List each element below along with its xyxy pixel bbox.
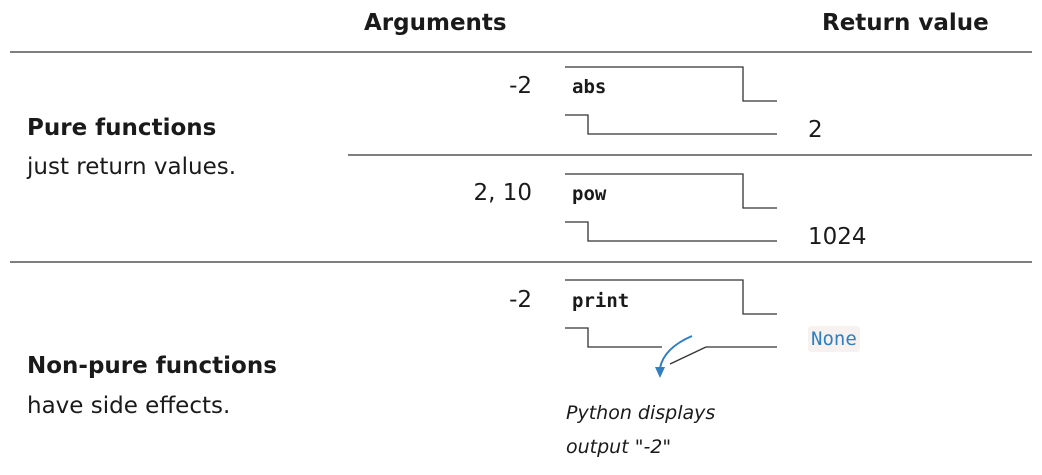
curved-arrow-icon: [655, 335, 693, 378]
pure-functions-desc: just return values.: [27, 154, 237, 180]
side-effect-note-line1: Python displays: [566, 402, 716, 424]
print-box-gap-slash: [669, 346, 707, 365]
pow-args: 2, 10: [473, 180, 532, 206]
pow-function-name: pow: [572, 183, 607, 205]
side-effect-note-line2: output "-2": [566, 436, 672, 458]
abs-box-top: [565, 66, 777, 102]
nonpure-functions-title: Non-pure functions: [27, 353, 277, 379]
print-args: -2: [509, 287, 532, 313]
abs-args: -2: [509, 73, 532, 99]
print-box-top: [565, 279, 777, 315]
return-value-header: Return value: [822, 10, 989, 36]
side-effect-note: Python displays output "-2": [566, 396, 715, 464]
pure-functions-title: Pure functions: [27, 115, 217, 141]
pow-box-top: [565, 173, 777, 209]
abs-function-name: abs: [572, 76, 607, 98]
print-box-bottom-left: [565, 327, 662, 348]
print-return-none: None: [808, 326, 860, 352]
pow-box-bottom: [565, 221, 777, 242]
abs-box-bottom: [565, 114, 777, 135]
arguments-header: Arguments: [364, 10, 507, 36]
abs-return-value: 2: [808, 117, 823, 143]
print-function-name: print: [572, 290, 630, 312]
pow-return-value: 1024: [808, 224, 867, 250]
nonpure-functions-desc: have side effects.: [27, 393, 231, 419]
